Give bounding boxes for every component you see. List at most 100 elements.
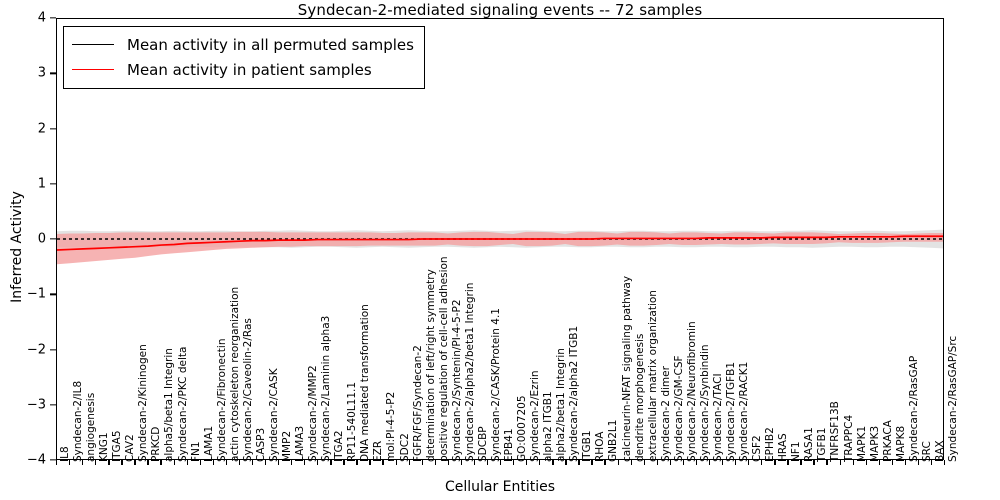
x-tick-mark: [813, 460, 815, 465]
x-tick-label: Syndecan-2/Caveolin-2/Ras: [241, 318, 254, 462]
legend-item: Mean activity in patient samples: [72, 57, 414, 82]
x-tick-mark: [343, 460, 345, 465]
x-tick-label: determination of left/right symmetry: [424, 269, 437, 462]
x-tick-label: Syndecan-2/alpha2/beta1 Integrin: [463, 282, 476, 462]
y-tick-label: −3: [26, 397, 46, 413]
x-tick-label: CASP3: [254, 427, 267, 462]
legend-swatch-patient: [72, 69, 114, 70]
x-tick-label: ITGA5: [111, 430, 124, 462]
x-tick-label: Syndecan-2/RACK1: [738, 361, 751, 462]
x-tick-mark: [82, 460, 84, 465]
legend-item: Mean activity in all permuted samples: [72, 32, 414, 57]
x-tick-label: RP11-540L11.1: [346, 381, 359, 462]
y-tick-mark: [50, 17, 56, 19]
x-tick-mark: [865, 460, 867, 465]
y-tick-label: −2: [26, 342, 46, 357]
x-tick-label: DNA mediated transformation: [359, 304, 372, 462]
x-tick-label: Syndecan-2/Syntenin/PI-4-5-P2: [450, 299, 463, 462]
x-tick-mark: [95, 460, 97, 465]
y-tick-label: 1: [37, 176, 46, 192]
x-tick-mark: [891, 460, 894, 465]
x-tick-mark: [421, 460, 423, 465]
x-tick-label: alpha2 ITGB1: [542, 391, 555, 462]
x-tick-mark: [56, 460, 58, 465]
x-tick-label: Syndecan-2/alpha2 ITGB1: [568, 325, 581, 462]
x-tick-label: BAX: [933, 440, 946, 462]
x-tick-mark: [643, 460, 645, 465]
x-tick-label: PRKCD: [150, 426, 163, 462]
x-tick-mark: [473, 460, 476, 465]
x-tick-mark: [630, 460, 632, 465]
x-tick-label: LAMA1: [202, 425, 215, 462]
y-tick-mark: [50, 348, 56, 351]
x-tick-label: Syndecan-2/CASK: [267, 368, 280, 462]
x-tick-mark: [735, 460, 737, 465]
y-tick-mark: [50, 72, 56, 74]
x-tick-mark: [121, 460, 123, 465]
x-tick-mark: [578, 460, 580, 465]
x-tick-label: dendrite morphogenesis: [633, 333, 646, 462]
x-tick-mark: [591, 460, 593, 465]
y-tick-label: 0: [37, 231, 46, 247]
x-tick-label: CSF2: [751, 435, 764, 462]
x-tick-mark: [447, 460, 450, 465]
x-tick-label: SRC: [920, 441, 933, 462]
x-tick-label: GO:0007205: [516, 395, 529, 462]
x-tick-mark: [826, 460, 828, 465]
x-tick-mark: [787, 460, 789, 465]
y-tick-mark: [50, 127, 56, 130]
x-tick-mark: [669, 460, 672, 465]
legend: Mean activity in all permuted samples Me…: [63, 26, 425, 89]
x-tick-mark: [395, 460, 397, 465]
x-tick-mark: [160, 460, 162, 465]
x-tick-label: Syndecan-2/Kininogen: [137, 344, 150, 462]
x-tick-label: FGFR/FGF/Syndecan-2: [411, 345, 424, 462]
legend-label-patient: Mean activity in patient samples: [127, 60, 372, 79]
x-tick-label: Syndecan-2/MMP2: [307, 365, 320, 462]
x-tick-label: alpha5/beta1 Integrin: [163, 348, 176, 462]
x-tick-mark: [134, 460, 136, 465]
x-tick-mark: [212, 460, 214, 465]
x-tick-label: Syndecan-2/RasGAP: [907, 355, 920, 462]
legend-label-permuted: Mean activity in all permuted samples: [127, 35, 414, 54]
x-tick-mark: [839, 460, 841, 465]
x-tick-mark: [486, 460, 489, 465]
x-tick-mark: [369, 460, 371, 465]
x-tick-mark: [434, 460, 436, 465]
x-tick-mark: [695, 460, 698, 465]
x-tick-label: MMP2: [281, 430, 293, 462]
x-tick-label: mol:PI-4-5-P2: [385, 391, 398, 462]
x-tick-label: EZR: [372, 440, 385, 462]
x-tick-mark: [539, 460, 541, 465]
x-tick-mark: [186, 460, 188, 465]
x-tick-label: Syndecan-2/GM-CSF: [672, 355, 685, 462]
x-tick-label: EPHB2: [764, 427, 777, 462]
chart-title: Syndecan-2-mediated signaling events -- …: [297, 1, 703, 19]
x-tick-label: calcineurin-NFAT signaling pathway: [620, 275, 633, 462]
y-tick-label: 4: [37, 10, 46, 26]
x-tick-mark: [682, 460, 685, 465]
y-tick-mark: [50, 404, 56, 406]
series-canvas: [57, 229, 943, 265]
x-tick-label: Syndecan-2/Fibronectin: [215, 338, 228, 462]
x-tick-label: SDC2: [398, 433, 411, 462]
x-tick-label: SDCBP: [476, 426, 489, 462]
x-tick-mark: [304, 460, 306, 465]
x-tick-mark: [617, 460, 619, 465]
x-tick-label: Syndecan-2/IL8: [72, 380, 85, 462]
x-tick-mark: [800, 460, 802, 465]
x-tick-label: Syndecan-2/TACI: [711, 373, 724, 462]
x-tick-label: Syndecan-2/Synbindin: [698, 344, 711, 462]
x-tick-label: FN1: [189, 441, 202, 462]
x-tick-mark: [264, 460, 267, 465]
x-tick-mark: [565, 460, 567, 465]
x-tick-mark: [604, 460, 606, 465]
x-tick-label: actin cytoskeleton reorganization: [228, 286, 241, 462]
x-tick-label: TGFB1: [816, 427, 829, 462]
x-tick-label: Syndecan-2/Neurofibromin: [685, 321, 698, 462]
x-tick-label: MAPK3: [868, 425, 881, 462]
x-tick-mark: [278, 460, 280, 465]
y-tick-label: −4: [26, 452, 46, 468]
